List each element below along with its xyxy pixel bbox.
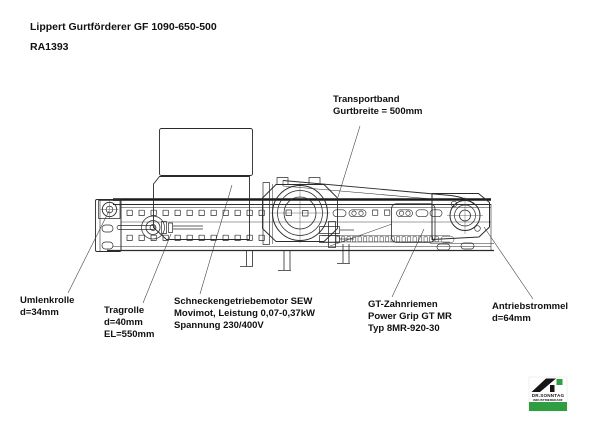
label-line: Antriebstrommel [492, 301, 569, 312]
cover-panel [329, 203, 436, 247]
left-bracket [95, 199, 122, 252]
label-line: EL=550mm [104, 329, 155, 340]
tension-rod [116, 221, 203, 234]
antriebstrommel-drum [447, 197, 483, 234]
label-umlenkrolle: Umlenkrolle d=34mm [20, 295, 74, 319]
leader-zahnriemen [391, 228, 425, 298]
drive-end-plate [430, 193, 494, 251]
leader-transportband [337, 125, 361, 198]
logo-green-band [529, 402, 567, 411]
belt-tensioner [319, 221, 354, 248]
label-line: Tragrolle [104, 305, 145, 316]
label-tragrolle: Tragrolle d=40mm EL=550mm [104, 305, 154, 341]
leader-lines [67, 125, 534, 304]
label-line: Movimot, Leistung 0,07-0,37kW [174, 308, 315, 319]
leader-umlenkrolle [67, 210, 110, 294]
tragrolle-roller [141, 215, 165, 240]
label-line: d=40mm [104, 317, 143, 328]
label-line: GT-Zahnriemen [368, 299, 438, 310]
motor-box [159, 128, 253, 176]
logo-mark-stem [550, 385, 555, 392]
label-zahnriemen: GT-Zahnriemen Power Grip GT MR Typ 8MR-9… [368, 299, 452, 335]
label-line: Spannung 230/400V [174, 320, 264, 331]
umlenkrolle-pulley [100, 200, 119, 219]
label-transportband: Transportband Gurtbreite = 500mm [333, 94, 423, 118]
drawing-number: RA1393 [30, 41, 69, 53]
company-logo: DR.SONNTAG INDUSTRIEBEDARF [528, 376, 568, 412]
label-antriebstrommel: Antriebstrommel d=64mm [492, 301, 568, 325]
drawing-title: Lippert Gurtförderer GF 1090-650-500 [30, 21, 217, 33]
logo-text-line2: INDUSTRIEBEDARF [533, 398, 563, 402]
frame-slots-right [332, 209, 443, 217]
label-line: Umlenkrolle [20, 295, 75, 306]
label-line: Transportband [333, 94, 400, 105]
logo-green-square [556, 379, 563, 385]
label-line: d=64mm [492, 313, 531, 324]
frame-body [107, 198, 494, 252]
motor-face [262, 177, 338, 243]
logo-mark [531, 378, 556, 392]
leader-antriebstrommel [483, 226, 534, 300]
label-line: Power Grip GT MR [368, 311, 452, 322]
label-line: Gurtbreite = 500mm [333, 106, 423, 117]
support-legs [240, 244, 350, 271]
frame-holes-top [126, 209, 265, 216]
label-line: Typ 8MR-920-30 [368, 323, 440, 334]
logo-text-line1: DR.SONNTAG [532, 393, 565, 398]
label-line: Schneckengetriebemotor SEW [174, 296, 313, 307]
label-line: d=34mm [20, 307, 59, 318]
leader-tragrolle [142, 233, 172, 304]
label-motor: Schneckengetriebemotor SEW Movimot, Leis… [174, 296, 315, 332]
leader-motor [199, 184, 233, 295]
